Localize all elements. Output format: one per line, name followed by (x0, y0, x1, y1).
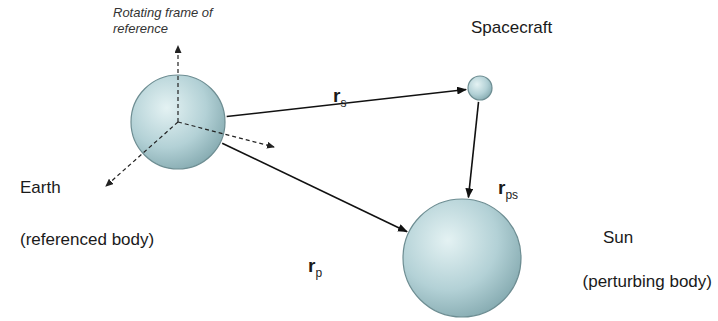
position-vector (468, 102, 478, 197)
body-circle (402, 198, 522, 318)
frame-label: Rotating frame of reference (113, 5, 253, 38)
body-node: Sun(perturbing body) (402, 198, 522, 318)
body-circle (130, 74, 226, 170)
body-node: Spacecraft (467, 75, 493, 101)
vector-label: rp (308, 256, 322, 280)
body-role: (perturbing body) (583, 272, 712, 292)
vector-label: rs (333, 86, 346, 110)
position-vector (222, 143, 407, 231)
body-circle (467, 75, 493, 101)
vector-label: rps (498, 178, 518, 202)
body-node: Earth(referenced body) (130, 74, 226, 170)
body-name: Earth (20, 178, 61, 198)
body-role: (referenced body) (20, 230, 154, 250)
body-name: Sun (603, 228, 633, 248)
body-name: Spacecraft (471, 18, 552, 38)
position-vector (227, 90, 466, 117)
